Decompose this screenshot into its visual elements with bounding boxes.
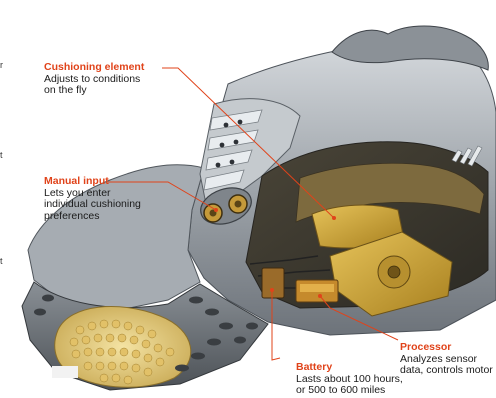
callout-title: Manual input	[44, 176, 141, 188]
callout-title: Cushioning element	[44, 62, 144, 74]
edge-mark: r	[0, 60, 3, 70]
edge-mark: t	[0, 256, 3, 266]
callout-processor: Processor Analyzes sensor data, controls…	[400, 342, 493, 377]
callout-description: Analyzes sensor data, controls motor	[400, 354, 493, 377]
callout-title: Processor	[400, 342, 493, 354]
callout-battery: Battery Lasts about 100 hours, or 500 to…	[296, 362, 403, 397]
motor-hub	[388, 266, 400, 278]
callout-description: Lasts about 100 hours, or 500 to 600 mil…	[296, 374, 403, 397]
callout-title: Battery	[296, 362, 403, 374]
battery-part	[262, 268, 284, 298]
edge-mark: t	[0, 150, 3, 160]
callout-manual-input: Manual input Lets you enter individual c…	[44, 176, 141, 222]
callout-description: Lets you enter individual cushioning pre…	[44, 188, 141, 223]
sole-tag	[52, 366, 78, 378]
callout-cushioning: Cushioning element Adjusts to conditions…	[44, 62, 144, 97]
callout-description: Adjusts to conditions on the fly	[44, 74, 144, 97]
